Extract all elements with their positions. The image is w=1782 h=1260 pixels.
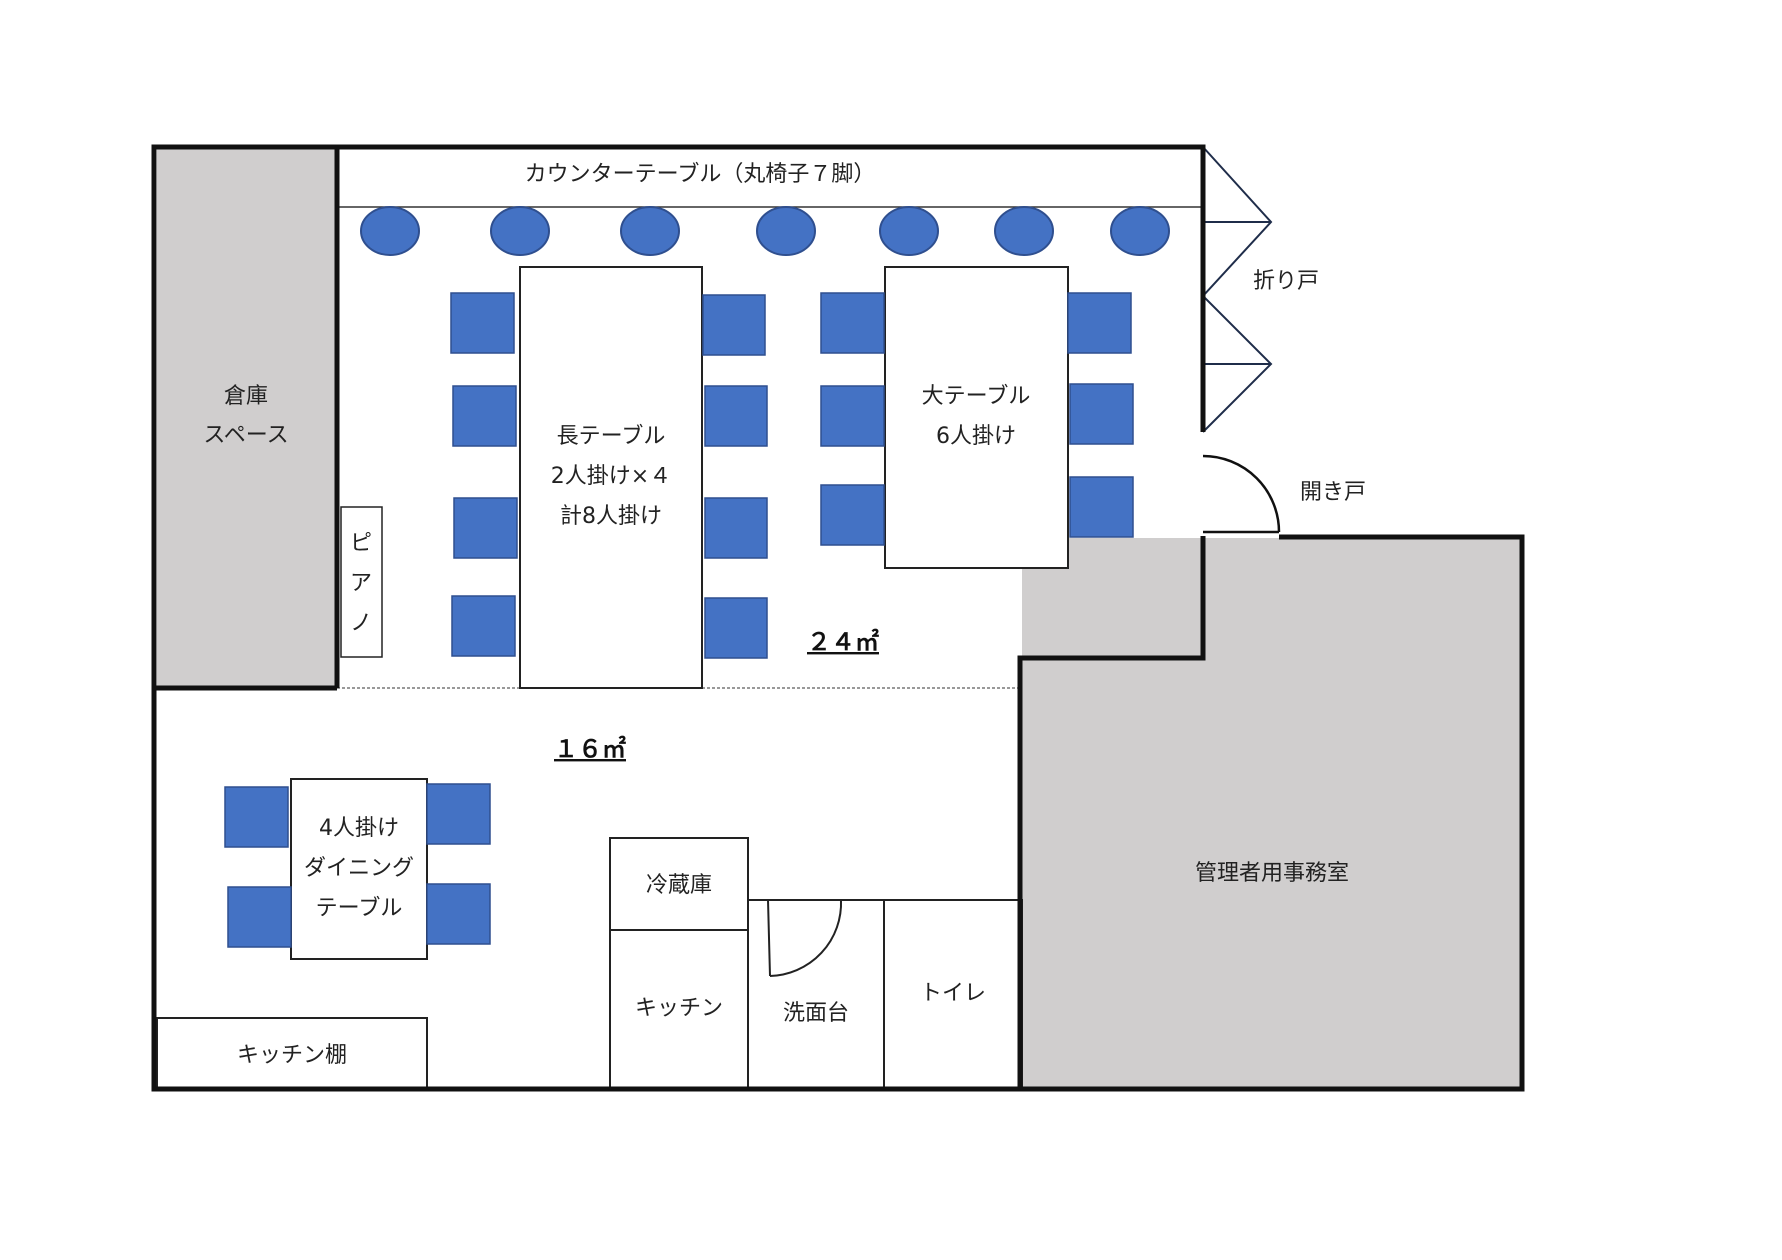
kitchen-box xyxy=(609,929,749,1090)
label-large-table-2: 6人掛け xyxy=(936,424,1016,449)
office-room xyxy=(1022,538,1522,1089)
label-storage-1: 倉庫 xyxy=(224,384,268,409)
chair xyxy=(227,886,292,948)
label-counter-table: カウンターテーブル（丸椅子７脚） xyxy=(525,162,876,187)
piano xyxy=(340,506,383,658)
chair xyxy=(704,597,768,659)
label-kitchen: キッチン xyxy=(635,996,723,1021)
label-swing-door: 開き戸 xyxy=(1300,480,1366,505)
chairs xyxy=(224,292,1134,948)
toilet-box xyxy=(883,899,1023,1090)
kitchen-shelf xyxy=(156,1017,428,1090)
long-table xyxy=(519,266,703,689)
chair xyxy=(426,883,491,945)
outer-wall xyxy=(151,144,1525,1092)
stool xyxy=(994,206,1054,256)
chair xyxy=(1069,476,1134,538)
label-piano-3: ノ xyxy=(350,611,372,636)
stool xyxy=(620,206,680,256)
washbasin-box xyxy=(747,899,885,1090)
washbasin-door-swing xyxy=(767,899,843,977)
label-piano-2: ア xyxy=(350,571,372,596)
label-long-table-1: 長テーブル xyxy=(557,424,666,449)
chair xyxy=(450,292,515,354)
swing-door xyxy=(1202,454,1281,534)
label-fridge: 冷蔵庫 xyxy=(646,873,712,898)
label-toilet: トイレ xyxy=(920,981,986,1006)
large-table xyxy=(884,266,1069,569)
stool xyxy=(490,206,550,256)
chair xyxy=(702,294,766,356)
stool xyxy=(360,206,420,256)
label-long-table-3: 計8人掛け xyxy=(560,504,662,529)
chair xyxy=(453,497,518,559)
chair xyxy=(451,595,516,657)
storage-room xyxy=(157,147,337,688)
counter-table xyxy=(336,146,1204,208)
label-washbasin: 洗面台 xyxy=(783,1001,849,1026)
stool xyxy=(756,206,816,256)
label-storage-2: スペース xyxy=(203,423,288,448)
chair xyxy=(426,783,491,845)
inner-wall xyxy=(1017,536,1206,1089)
chair xyxy=(704,497,768,559)
counter-stools xyxy=(360,206,1170,256)
walls xyxy=(151,144,1525,1092)
label-large-table-1: 大テーブル xyxy=(922,384,1031,409)
chair xyxy=(820,385,885,447)
label-dining-1: 4人掛け xyxy=(319,816,399,841)
chair xyxy=(452,385,517,447)
chair xyxy=(1067,292,1132,354)
chair xyxy=(1069,383,1134,445)
stool xyxy=(879,206,939,256)
label-office: 管理者用事務室 xyxy=(1195,861,1349,886)
label-long-table-2: 2人掛け×４ xyxy=(551,464,671,489)
label-area-lower: １６㎡ xyxy=(554,735,626,763)
label-folding-door: 折り戸 xyxy=(1253,269,1319,294)
chair xyxy=(704,385,768,447)
label-dining-2: ダイニング xyxy=(304,856,414,881)
chair xyxy=(820,292,885,354)
dining-table xyxy=(290,778,428,960)
stool xyxy=(1110,206,1170,256)
label-area-main: ２４㎡ xyxy=(807,628,879,656)
label-piano-1: ピ xyxy=(350,531,372,556)
chair xyxy=(820,484,885,546)
label-dining-3: テーブル xyxy=(316,896,403,921)
chair xyxy=(224,786,289,848)
label-kitchen-shelf: キッチン棚 xyxy=(237,1043,347,1068)
